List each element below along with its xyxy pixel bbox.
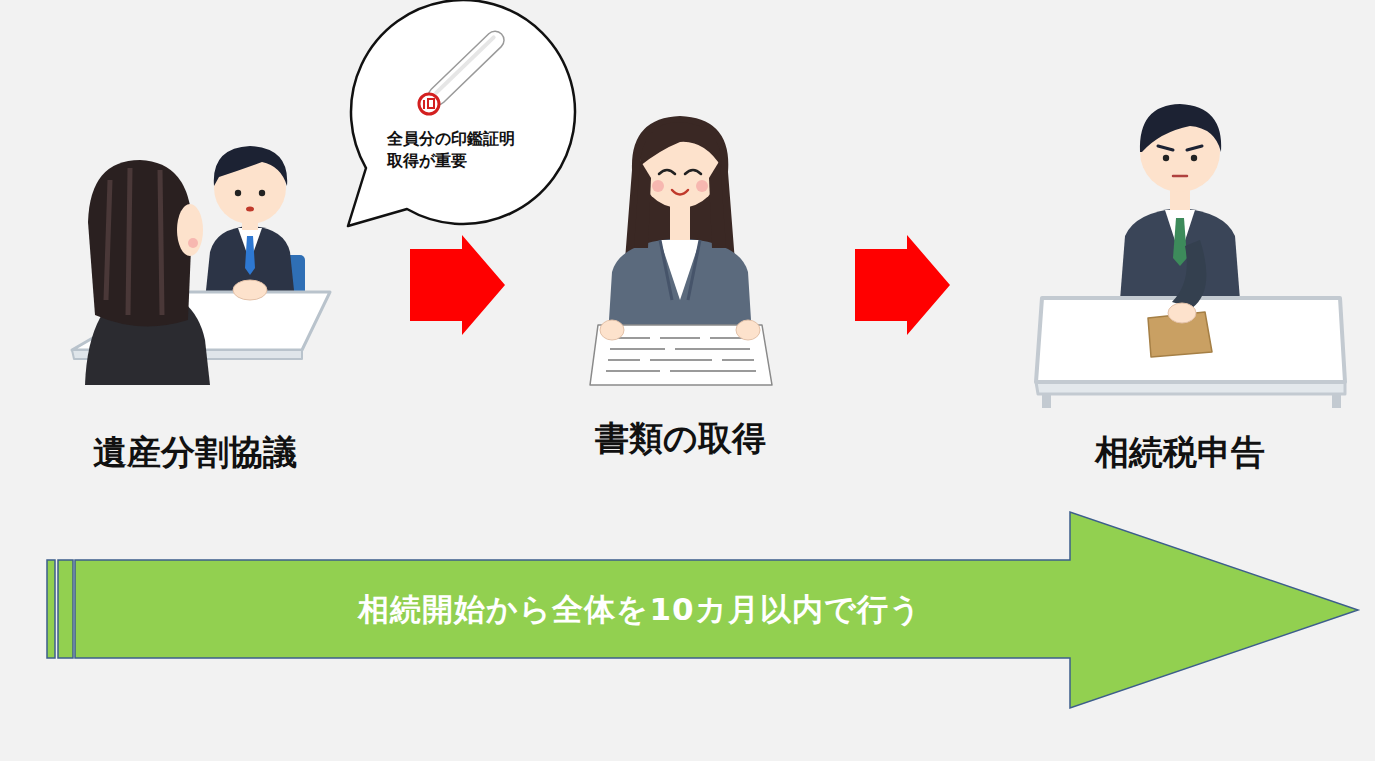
band-stripe: [58, 560, 73, 658]
banner-text: 相続開始から全体を10カ月以内で行う: [358, 591, 921, 628]
hair: [1140, 104, 1221, 152]
eye: [1191, 155, 1197, 161]
smile: [672, 190, 688, 195]
suit: [1120, 208, 1240, 300]
desk-top: [1036, 298, 1345, 382]
timeline-arrow: 相続開始から全体を10カ月以内で行う: [45, 505, 1365, 715]
mouth: [1173, 175, 1187, 178]
bubble-shape: [348, 0, 575, 226]
hands: [233, 280, 267, 300]
desk-leg: [1332, 394, 1341, 408]
lapel: [660, 240, 700, 300]
mouth: [246, 207, 254, 212]
stamp-mark: [424, 99, 434, 109]
cheek: [696, 180, 708, 192]
step-label: 相続税申告: [1095, 432, 1265, 473]
stamp-ring: [419, 94, 439, 114]
document-lines: [606, 338, 756, 371]
documents-illustration: [590, 116, 772, 385]
meeting-illustration: [72, 146, 330, 385]
callout-text: 全員分の印鑑証明 取得が重要: [387, 128, 537, 171]
hair: [214, 146, 287, 186]
bangs: [640, 122, 722, 168]
tie: [1173, 218, 1187, 266]
speech-bubble: 全員分の印鑑証明 取得が重要: [345, 0, 585, 232]
step-node: 相続税申告: [950, 80, 1360, 490]
hand: [736, 320, 760, 340]
step-label: 書類の取得: [595, 418, 766, 459]
step-label: 遺産分割協議: [93, 432, 297, 473]
tie: [245, 236, 255, 275]
hair: [88, 160, 192, 326]
suit: [205, 226, 295, 300]
flow-arrow: [855, 235, 950, 335]
eyebrows: [1158, 146, 1202, 150]
band-arrow: [75, 512, 1358, 708]
filing-illustration: [1036, 104, 1345, 408]
cheek: [652, 180, 664, 192]
eye: [1163, 155, 1169, 161]
step-node: 書類の取得: [505, 90, 855, 475]
desk-leg: [1042, 394, 1051, 408]
eye: [259, 190, 265, 196]
hand: [1168, 303, 1196, 323]
hair: [634, 160, 651, 248]
flow-arrow: [410, 235, 505, 335]
band-stripe: [47, 560, 55, 658]
cheek: [188, 238, 198, 248]
arm: [1172, 240, 1206, 308]
eyes: [659, 170, 701, 174]
face: [177, 204, 203, 256]
bubble-outline: [345, 0, 585, 232]
seal-shine: [433, 34, 496, 95]
hair: [709, 160, 726, 248]
step-node: 遺産分割協議: [60, 110, 410, 495]
seal-stamp: [419, 94, 439, 114]
hair-shine: [106, 168, 162, 315]
hand: [600, 320, 624, 340]
shirt: [660, 240, 700, 300]
eye: [235, 190, 241, 196]
